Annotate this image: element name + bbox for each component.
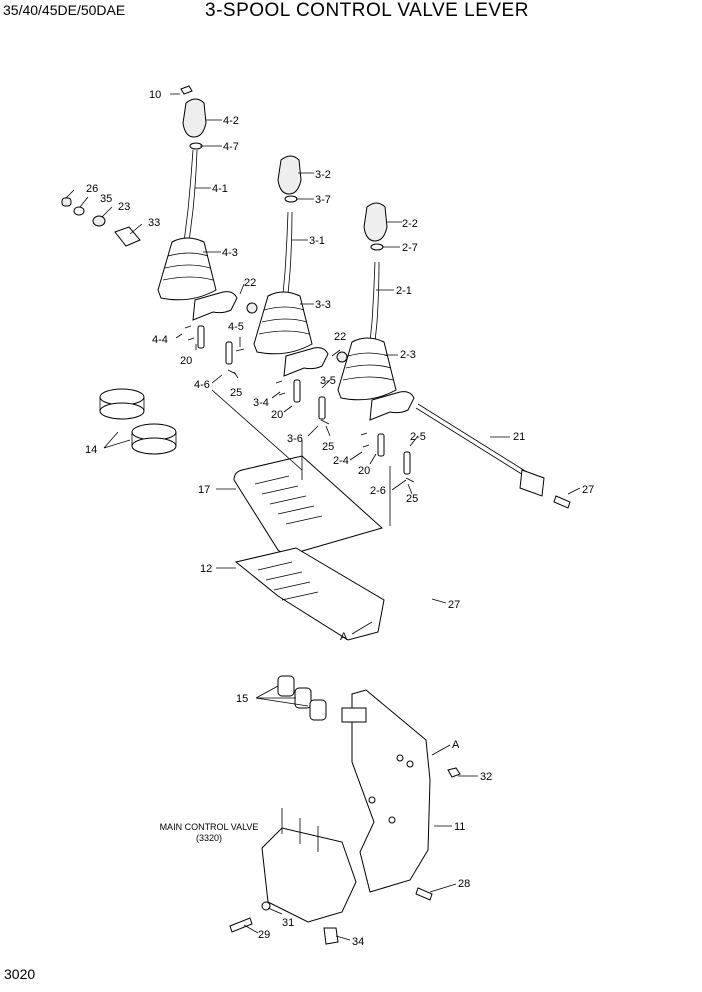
callout-3-3: 3-3 xyxy=(315,299,331,311)
callout-2-5: 2-5 xyxy=(410,431,426,443)
callout-a-1: A xyxy=(340,631,348,643)
callout-35: 35 xyxy=(100,193,112,205)
callout-11: 11 xyxy=(454,821,465,833)
main-control-valve-label: MAIN CONTROL VALVE (3320) xyxy=(150,822,268,844)
bracket-11 xyxy=(341,689,461,901)
callout-25-c: 25 xyxy=(406,493,418,505)
callout-3-4: 3-4 xyxy=(253,397,269,409)
callout-28: 28 xyxy=(458,878,470,890)
leader-lines xyxy=(65,93,581,941)
callout-20-c: 20 xyxy=(358,465,370,477)
page-number: 3020 xyxy=(4,966,36,982)
main-control-valve-name: MAIN CONTROL VALVE xyxy=(159,822,259,832)
callout-a-2: A xyxy=(452,739,460,751)
callout-31: 31 xyxy=(282,917,294,929)
callout-23: 23 xyxy=(118,201,130,213)
callout-22-b: 22 xyxy=(334,331,346,343)
callout-20-a: 20 xyxy=(180,355,192,367)
callout-3-1: 3-1 xyxy=(309,235,325,247)
callout-26: 26 xyxy=(86,183,98,195)
callout-4-3: 4-3 xyxy=(222,247,238,259)
callout-3-6: 3-6 xyxy=(287,433,303,445)
callout-15: 15 xyxy=(236,693,248,705)
callout-25-a: 25 xyxy=(230,387,242,399)
seals-15 xyxy=(277,675,327,721)
callout-27-b: 27 xyxy=(448,599,460,611)
callout-4-4: 4-4 xyxy=(152,334,168,346)
lever-assembly-4 xyxy=(61,85,258,375)
callout-2-1: 2-1 xyxy=(396,285,412,297)
model-designation: 35/40/45DE/50DAE xyxy=(3,2,126,18)
callout-20-b: 20 xyxy=(271,409,283,421)
callout-2-2: 2-2 xyxy=(402,218,418,230)
callout-4-7: 4-7 xyxy=(223,141,239,153)
callout-14: 14 xyxy=(85,444,97,456)
main-control-valve-ref: (3320) xyxy=(195,833,222,843)
callout-4-2: 4-2 xyxy=(223,115,239,127)
callout-labels: 10 4-2 4-7 26 35 23 33 4-1 3-2 3-7 2-2 2… xyxy=(85,89,594,948)
callout-2-7: 2-7 xyxy=(402,242,418,254)
callout-4-5: 4-5 xyxy=(228,321,244,333)
callout-33: 33 xyxy=(148,217,160,229)
callout-2-4: 2-4 xyxy=(333,455,349,467)
callout-4-6: 4-6 xyxy=(194,379,210,391)
callout-3-5: 3-5 xyxy=(320,375,336,387)
lever-assembly-2 xyxy=(337,202,415,483)
main-control-valve xyxy=(229,808,357,945)
callout-21: 21 xyxy=(513,431,525,443)
callout-17: 17 xyxy=(198,484,210,496)
lever-assembly-3 xyxy=(253,155,348,425)
callout-22-a: 22 xyxy=(244,277,256,289)
callout-25-b: 25 xyxy=(322,441,334,453)
callout-34: 34 xyxy=(352,936,364,948)
rod-21 xyxy=(415,403,571,509)
bellows-14 xyxy=(99,388,177,455)
callout-2-6: 2-6 xyxy=(370,485,386,497)
bracket-12 xyxy=(234,547,385,641)
callout-32: 32 xyxy=(480,771,492,783)
callout-27-a: 27 xyxy=(582,484,594,496)
callout-4-1: 4-1 xyxy=(212,183,228,195)
callout-3-2: 3-2 xyxy=(315,169,331,181)
callout-29: 29 xyxy=(258,929,270,941)
callout-3-7: 3-7 xyxy=(315,194,331,206)
page-title: 3-SPOOL CONTROL VALVE LEVER xyxy=(205,0,529,21)
callout-10: 10 xyxy=(149,89,161,101)
callout-12: 12 xyxy=(200,563,212,575)
callout-2-3: 2-3 xyxy=(400,349,416,361)
